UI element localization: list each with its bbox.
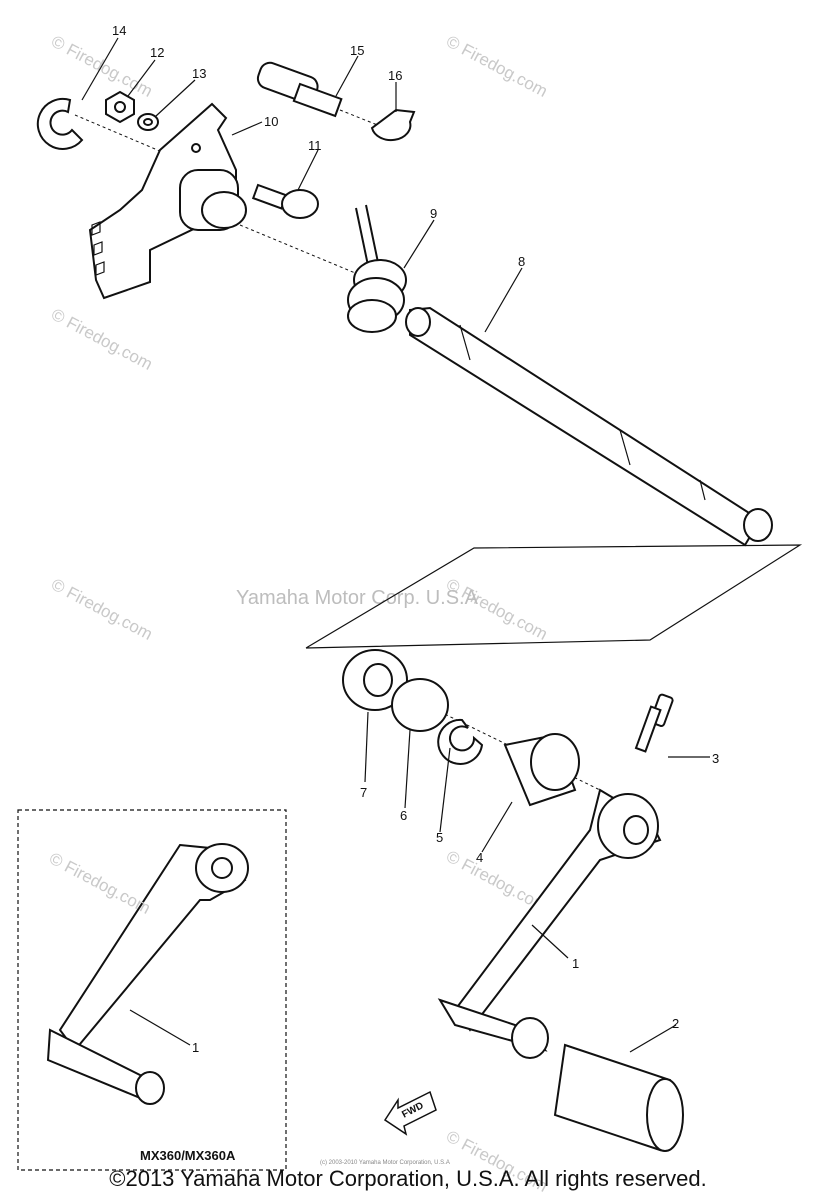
callout-11: 11 — [308, 138, 322, 153]
callout-1: 1 — [572, 956, 579, 971]
callout-15: 15 — [350, 43, 364, 58]
model-variant-inset — [17, 809, 287, 1171]
callout-2: 2 — [672, 1016, 679, 1031]
inset-kick-crank-part — [46, 843, 249, 1105]
callout-1-inset: 1 — [192, 1040, 199, 1055]
callout-14: 14 — [112, 23, 126, 38]
callout-4: 4 — [476, 850, 483, 865]
plate-washer-part — [391, 678, 449, 732]
oil-seal-hole — [363, 663, 393, 697]
leader-lines — [81, 37, 710, 1053]
bolt-head — [281, 189, 319, 219]
stopper-lever-part — [88, 102, 237, 300]
kick-crank-part — [437, 788, 662, 1059]
callout-labels: 14 12 13 10 11 15 16 9 8 7 6 5 4 3 1 2 1 — [112, 23, 719, 1055]
firedog-watermark: © Firedog.com — [443, 32, 551, 101]
center-watermark: Yamaha Motor Corp. U.S.A — [236, 587, 479, 609]
callout-16: 16 — [388, 68, 402, 83]
lever-teeth — [91, 221, 105, 276]
firedog-watermark: © Firedog.com — [48, 305, 156, 374]
firedog-watermark: © Firedog.com — [443, 575, 551, 644]
callout-3: 3 — [712, 751, 719, 766]
assembly-axis-line — [239, 224, 361, 276]
lever-bore — [201, 191, 247, 229]
callout-7: 7 — [360, 785, 367, 800]
transfer-frame — [305, 544, 803, 649]
callout-12: 12 — [150, 45, 164, 60]
return-spring-part — [347, 204, 407, 333]
nut-hole — [114, 101, 126, 113]
pinch-bolt-part — [634, 693, 674, 753]
callout-8: 8 — [518, 254, 525, 269]
kick-rubber-grip-part — [553, 1043, 684, 1152]
circlip-lower-part — [437, 718, 484, 765]
callout-10: 10 — [264, 114, 278, 129]
fwd-arrow-icon: FWD — [383, 1090, 437, 1136]
kick-shaft-part — [405, 306, 773, 547]
model-variant-label: MX360/MX360A — [140, 1148, 236, 1163]
lock-washer-part — [370, 108, 416, 142]
pin-bolt-thread — [292, 82, 343, 118]
collar-part — [503, 733, 580, 807]
washer-hole — [143, 118, 153, 126]
firedog-watermark: © Firedog.com — [48, 575, 156, 644]
callout-9: 9 — [430, 206, 437, 221]
fine-print: (c) 2003-2010 Yamaha Motor Corporation, … — [320, 1160, 450, 1166]
circlip-part — [36, 97, 84, 150]
callout-6: 6 — [400, 808, 407, 823]
callout-5: 5 — [436, 830, 443, 845]
callout-13: 13 — [192, 66, 206, 81]
lever-hole — [191, 143, 201, 153]
firedog-watermark: © Firedog.com — [46, 849, 154, 918]
copyright-footer: ©2013 Yamaha Motor Corporation, U.S.A. A… — [109, 1166, 707, 1191]
